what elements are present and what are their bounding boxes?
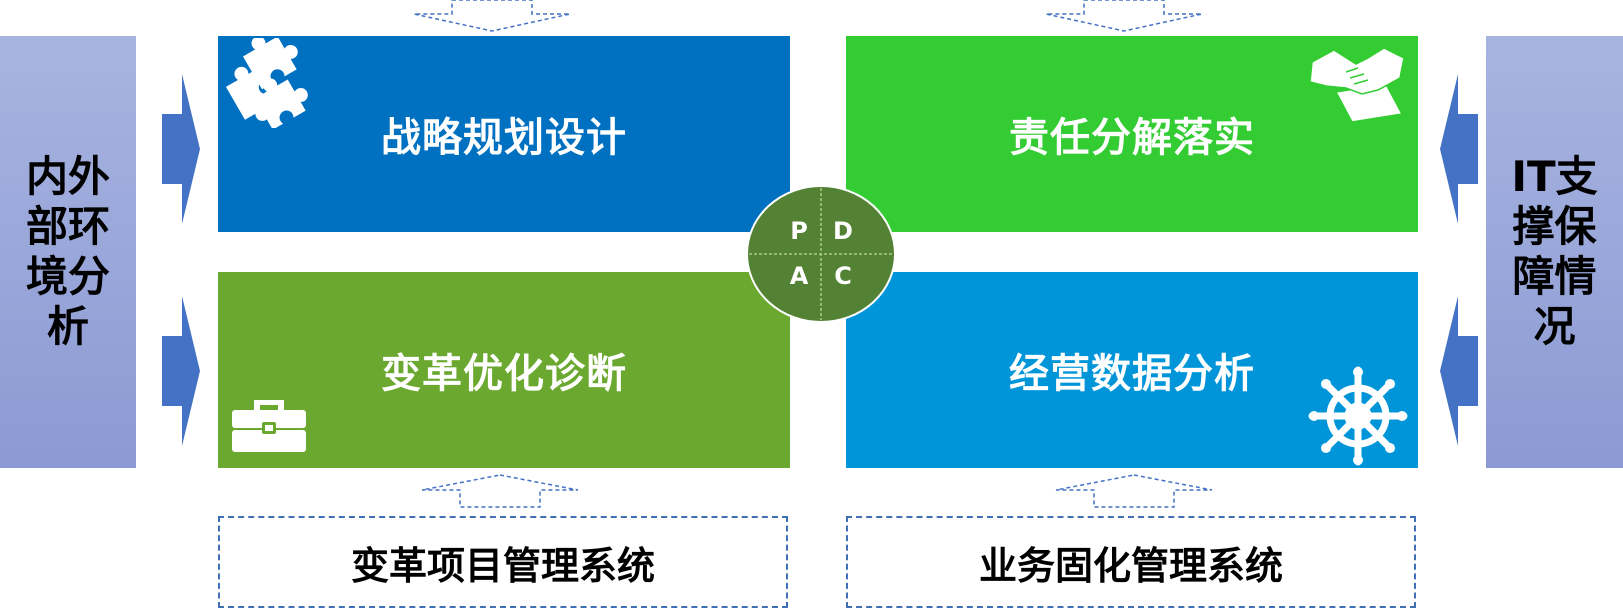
pdca-p: P	[790, 217, 808, 245]
reform-project-system-title: 变革项目管理系统	[350, 543, 655, 588]
right-top-arrow	[1440, 74, 1478, 224]
right-panel-label: IT支撑保障情况	[1511, 152, 1598, 351]
pdca-d: D	[833, 217, 853, 245]
pdca-c: C	[834, 262, 852, 290]
handshake-icon	[1309, 47, 1405, 123]
left-panel-label: 内外部环境分析	[25, 152, 110, 351]
left-top-arrow	[162, 74, 200, 224]
reform-project-system-box: 变革项目管理系统	[218, 516, 788, 608]
strategy-planning-title: 战略规划设计	[381, 115, 627, 161]
left-panel: 内外部环境分析	[0, 36, 136, 468]
top-right-dashed-arrow	[1045, 0, 1203, 32]
strategy-planning-box: 战略规划设计	[218, 36, 790, 232]
bottom-right-dashed-arrow	[1055, 474, 1213, 508]
reform-diagnosis-box: 变革优化诊断	[218, 272, 790, 468]
ship-wheel-icon	[1308, 366, 1408, 466]
right-panel: IT支撑保障情况	[1486, 36, 1623, 468]
toolbox-icon	[232, 400, 306, 452]
business-system-box: 业务固化管理系统	[846, 516, 1416, 608]
bottom-left-dashed-arrow	[421, 474, 579, 508]
right-bottom-arrow	[1440, 296, 1478, 446]
puzzle-icon	[225, 38, 308, 128]
responsibility-box: 责任分解落实	[846, 36, 1418, 232]
business-system-title: 业务固化管理系统	[978, 543, 1283, 588]
responsibility-title: 责任分解落实	[1009, 115, 1255, 161]
pdca-a: A	[790, 262, 809, 290]
operations-data-box: 经营数据分析	[846, 272, 1418, 468]
left-bottom-arrow	[162, 296, 200, 446]
pdca-circle: P D A C	[746, 185, 896, 323]
reform-diagnosis-title: 变革优化诊断	[381, 351, 627, 397]
operations-data-title: 经营数据分析	[1009, 351, 1255, 397]
top-left-dashed-arrow	[413, 0, 571, 32]
